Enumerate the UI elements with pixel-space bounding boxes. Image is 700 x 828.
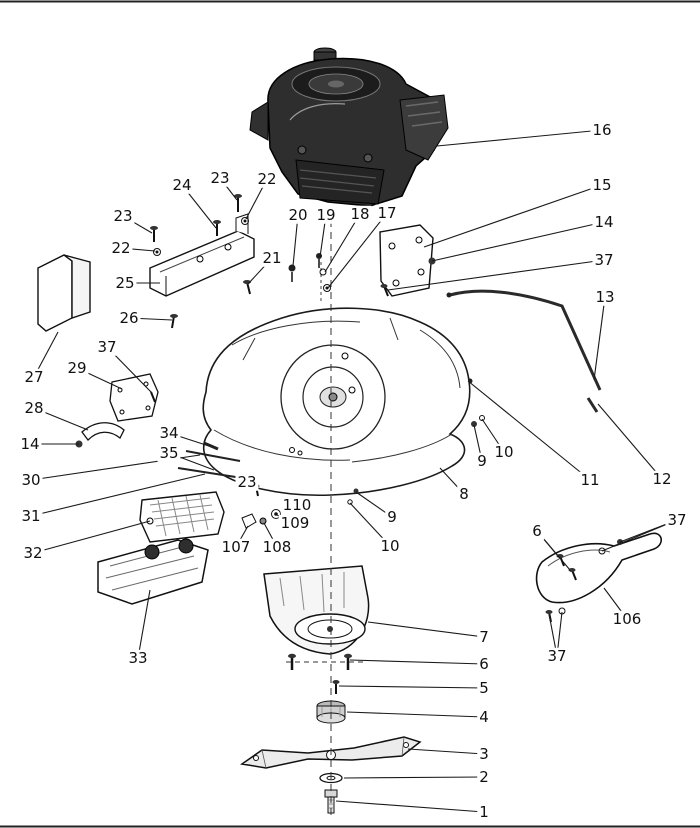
part-callout-22-2: 22: [109, 238, 133, 257]
part-callout-2: 2: [477, 767, 491, 786]
top-fasteners: [150, 194, 249, 329]
center-fasteners: [243, 253, 331, 302]
leader-line-7: [367, 621, 485, 638]
part-callout-33: 33: [126, 648, 150, 667]
part-callout-6: 6: [530, 521, 544, 540]
part-callout-110: 110: [280, 495, 314, 514]
part-callout-30: 30: [19, 470, 43, 489]
leader-line-37: [387, 259, 605, 291]
part-callout-7: 7: [477, 627, 491, 646]
part-callout-37: 37: [592, 250, 616, 269]
leader-line-15: [423, 184, 603, 248]
part-callout-16: 16: [590, 120, 614, 139]
leader-line-12: [597, 403, 663, 480]
mount-bracket: [149, 213, 255, 297]
part-callout-18: 18: [348, 204, 372, 223]
part-callout-15: 15: [590, 175, 614, 194]
mower-deck: [202, 307, 485, 505]
deflector-panel: [37, 254, 91, 332]
part-callout-1: 1: [477, 802, 491, 821]
part-callout-37-4: 37: [95, 337, 119, 356]
part-callout-31: 31: [19, 506, 43, 525]
trail-shield: [263, 565, 370, 655]
part-callout-3: 3: [477, 744, 491, 763]
part-callout-106: 106: [610, 609, 644, 628]
part-callout-37-3: 37: [545, 646, 569, 665]
part-callout-28: 28: [22, 398, 46, 417]
leader-line-5: [338, 685, 485, 689]
part-callout-10: 10: [492, 442, 516, 461]
part-callout-34: 34: [157, 423, 181, 442]
part-callout-10-2: 10: [378, 536, 402, 555]
part-callout-107: 107: [219, 537, 253, 556]
part-callout-19: 19: [314, 205, 338, 224]
leader-line-20: [292, 214, 299, 267]
leader-line-13: [593, 296, 606, 381]
part-callout-25: 25: [113, 273, 137, 292]
leader-line-18: [324, 213, 361, 273]
part-callout-9-2: 9: [385, 507, 399, 526]
part-callout-29: 29: [65, 358, 89, 377]
part-callout-11: 11: [578, 470, 602, 489]
leader-line-32: [32, 520, 151, 554]
leader-line-17: [327, 212, 388, 289]
leader-line-14: [431, 221, 605, 262]
part-callout-21: 21: [260, 248, 284, 267]
part-callout-24: 24: [170, 175, 194, 194]
discharge-chute: [97, 538, 209, 605]
control-plate: [379, 224, 436, 297]
part-callout-108: 108: [260, 537, 294, 556]
part-callout-23: 23: [208, 168, 232, 187]
part-callout-23-3: 23: [235, 472, 259, 491]
part-callout-23-2: 23: [111, 206, 135, 225]
part-callout-12: 12: [650, 469, 674, 488]
part-callout-5: 5: [477, 678, 491, 697]
leader-line-4: [346, 711, 485, 718]
leader-line-16: [436, 129, 603, 147]
leader-line-33: [137, 589, 151, 659]
side-plate: [109, 373, 159, 422]
leader-line-2: [343, 776, 485, 779]
part-callout-9: 9: [475, 451, 489, 470]
part-callout-27: 27: [22, 367, 46, 386]
part-callout-6-2: 6: [477, 654, 491, 673]
leader-line-1: [335, 800, 485, 813]
leader-line-11: [467, 380, 591, 481]
part-callout-20: 20: [286, 205, 310, 224]
part-callout-22: 22: [255, 169, 279, 188]
part-callout-109: 109: [278, 513, 312, 532]
part-callout-8: 8: [457, 484, 471, 503]
leader-line-31: [30, 473, 206, 517]
handle-bracket: [535, 532, 662, 623]
part-callout-37-2: 37: [665, 510, 689, 529]
part-callout-35: 35: [157, 443, 181, 462]
part-callout-26: 26: [117, 308, 141, 327]
leader-line-6-2: [349, 659, 485, 665]
leader-line-3: [407, 748, 485, 755]
part-callout-4: 4: [477, 707, 491, 726]
part-callout-17: 17: [375, 203, 399, 222]
part-callout-32: 32: [21, 543, 45, 562]
part-callout-13: 13: [593, 287, 617, 306]
part-callout-14-2: 14: [18, 434, 42, 453]
part-callout-14: 14: [592, 212, 616, 231]
engine-assembly: [249, 47, 449, 207]
leader-line-37-2: [601, 519, 678, 552]
